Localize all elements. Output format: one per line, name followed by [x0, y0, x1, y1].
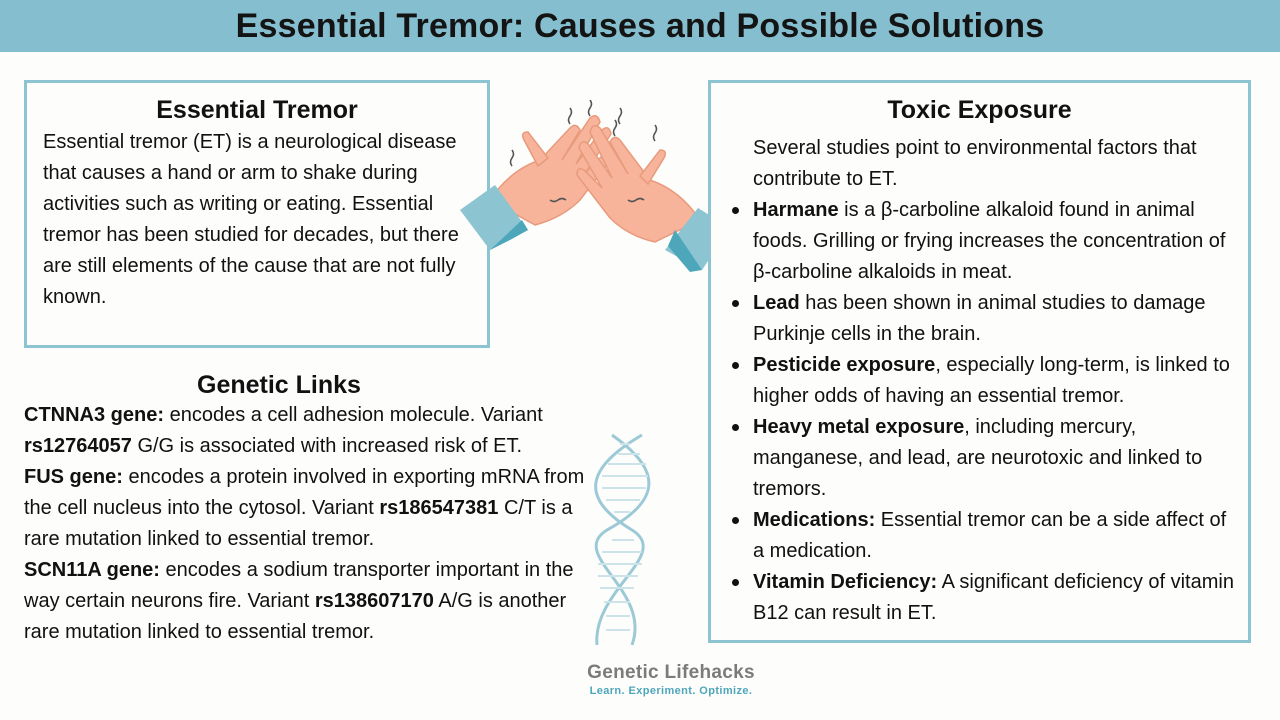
list-item-heavy-metal: Heavy metal exposure, including mercury,…	[732, 412, 1234, 505]
list-item-harmane: Harmane is a β-carboline alkaloid found …	[732, 195, 1234, 288]
lead-label: Lead	[753, 292, 800, 314]
ctnna3-variant: rs12764057	[24, 435, 132, 457]
toxic-exposure-intro: Several studies point to environmental f…	[753, 137, 1197, 190]
pesticide-text: , especially long-term, is linked to hig…	[753, 354, 1230, 407]
list-item-vitamin: Vitamin Deficiency: A significant defici…	[732, 567, 1234, 629]
harmane-label: Harmane	[753, 199, 839, 221]
list-item-pesticide: Pesticide exposure, especially long-term…	[732, 350, 1234, 412]
pesticide-label: Pesticide exposure	[753, 354, 936, 376]
genetic-links-section: Genetic Links CTNNA3 gene: encodes a cel…	[24, 370, 594, 648]
toxic-exposure-list: Harmane is a β-carboline alkaloid found …	[725, 195, 1234, 629]
essential-tremor-box: Essential Tremor Essential tremor (ET) i…	[24, 80, 490, 348]
list-item-medications: Medications: Essential tremor can be a s…	[732, 505, 1234, 567]
essential-tremor-title: Essential Tremor	[156, 96, 358, 124]
page-title: Essential Tremor: Causes and Possible So…	[235, 6, 1045, 45]
essential-tremor-text: Essential tremor (ET) is a neurological …	[43, 131, 459, 308]
toxic-exposure-title: Toxic Exposure	[887, 96, 1072, 124]
ctnna3-text-end: G/G is associated with increased risk of…	[131, 435, 523, 457]
brand-logo: Genetic Lifehacks Learn. Experiment. Opt…	[576, 662, 766, 698]
genetic-links-title: Genetic Links	[197, 371, 361, 399]
scn11a-text: encodes a sodium transporter important i…	[24, 559, 574, 612]
vitamin-label: Vitamin Deficiency:	[753, 571, 938, 593]
lead-text: has been shown in animal studies to dama…	[753, 292, 1206, 345]
medications-text: Essential tremor can be a side affect of…	[753, 509, 1227, 562]
trembling-hands-icon	[460, 100, 730, 272]
brand-name: Genetic Lifehacks	[587, 662, 755, 683]
brand-tagline: Learn. Experiment. Optimize.	[589, 685, 753, 697]
toxic-exposure-box: Toxic Exposure Several studies point to …	[708, 80, 1251, 643]
list-item-lead: Lead has been shown in animal studies to…	[732, 288, 1234, 350]
scn11a-variant: rs138607170	[314, 590, 434, 612]
dna-helix-icon	[594, 433, 651, 646]
scn11a-gene-label: SCN11A gene:	[24, 559, 160, 581]
fus-gene-label: FUS gene:	[24, 466, 123, 488]
heavy-metal-text: , including mercury, manganese, and lead…	[753, 416, 1203, 500]
ctnna3-text: encodes a cell adhesion molecule. Varian…	[164, 404, 543, 426]
medications-label: Medications:	[753, 509, 876, 531]
heavy-metal-label: Heavy metal exposure	[753, 416, 965, 438]
ctnna3-paragraph: CTNNA3 gene: encodes a cell adhesion mol…	[24, 400, 594, 462]
scn11a-paragraph: SCN11A gene: encodes a sodium transporte…	[24, 555, 594, 648]
fus-paragraph: FUS gene: encodes a protein involved in …	[24, 462, 594, 555]
fus-text: encodes a protein involved in exporting …	[24, 466, 585, 519]
harmane-text: is a β-carboline alkaloid found in anima…	[753, 199, 1226, 283]
fus-variant: rs186547381	[379, 497, 499, 519]
fus-text-end: C/T is a rare mutation linked to essenti…	[24, 497, 573, 550]
ctnna3-gene-label: CTNNA3 gene:	[24, 404, 165, 426]
scn11a-text-end: A/G is another rare mutation linked to e…	[24, 590, 567, 643]
vitamin-text: A significant deficiency of vitamin B12 …	[753, 571, 1234, 624]
header-banner: Essential Tremor: Causes and Possible So…	[0, 0, 1280, 52]
